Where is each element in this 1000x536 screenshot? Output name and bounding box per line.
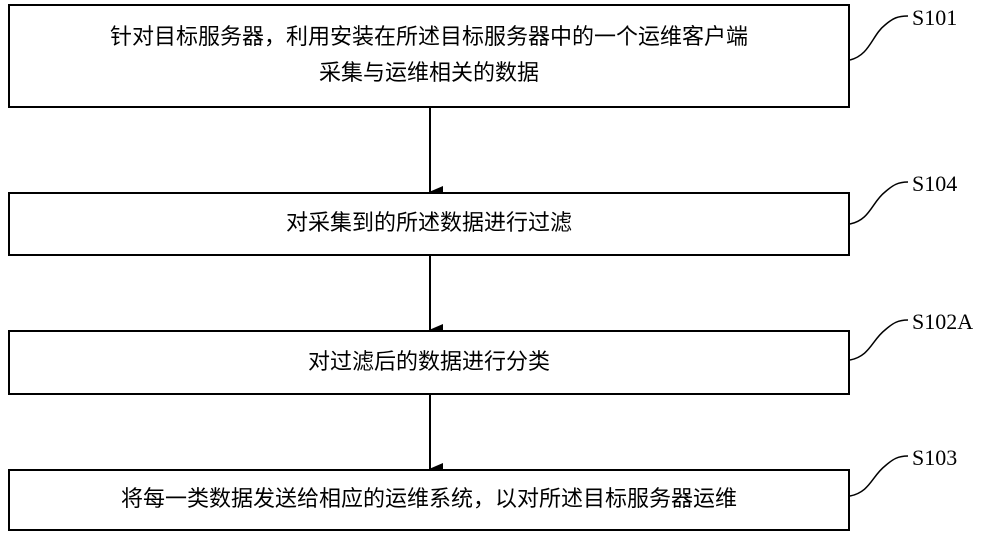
leader-line-s103: [849, 455, 909, 497]
step-label-s104: S104: [912, 171, 958, 196]
step-s101-line-1: 针对目标服务器，利用安装在所述目标服务器中的一个运维客户端: [109, 25, 748, 50]
step-box-s101: 针对目标服务器，利用安装在所述目标服务器中的一个运维客户端 采集与运维相关的数据: [8, 4, 850, 108]
leader-line-s102a: [849, 319, 909, 361]
step-box-s104: 对采集到的所述数据进行过滤: [8, 192, 850, 256]
step-label-s101: S101: [912, 5, 958, 30]
step-label-s102a: S102A: [912, 309, 974, 334]
step-s104-line-1: 对采集到的所述数据进行过滤: [285, 211, 572, 236]
step-s103-line-1: 将每一类数据发送给相应的运维系统，以对所述目标服务器运维: [120, 487, 737, 512]
step-s102a-line-1: 对过滤后的数据进行分类: [307, 349, 550, 375]
leader-line-s104: [849, 181, 909, 225]
step-s101-line-2: 采集与运维相关的数据: [318, 61, 539, 86]
step-label-s103: S103: [912, 445, 958, 470]
step-box-s103: 将每一类数据发送给相应的运维系统，以对所述目标服务器运维: [8, 469, 850, 531]
step-box-s102a: 对过滤后的数据进行分类: [8, 330, 850, 395]
leader-line-s101: [849, 15, 909, 61]
